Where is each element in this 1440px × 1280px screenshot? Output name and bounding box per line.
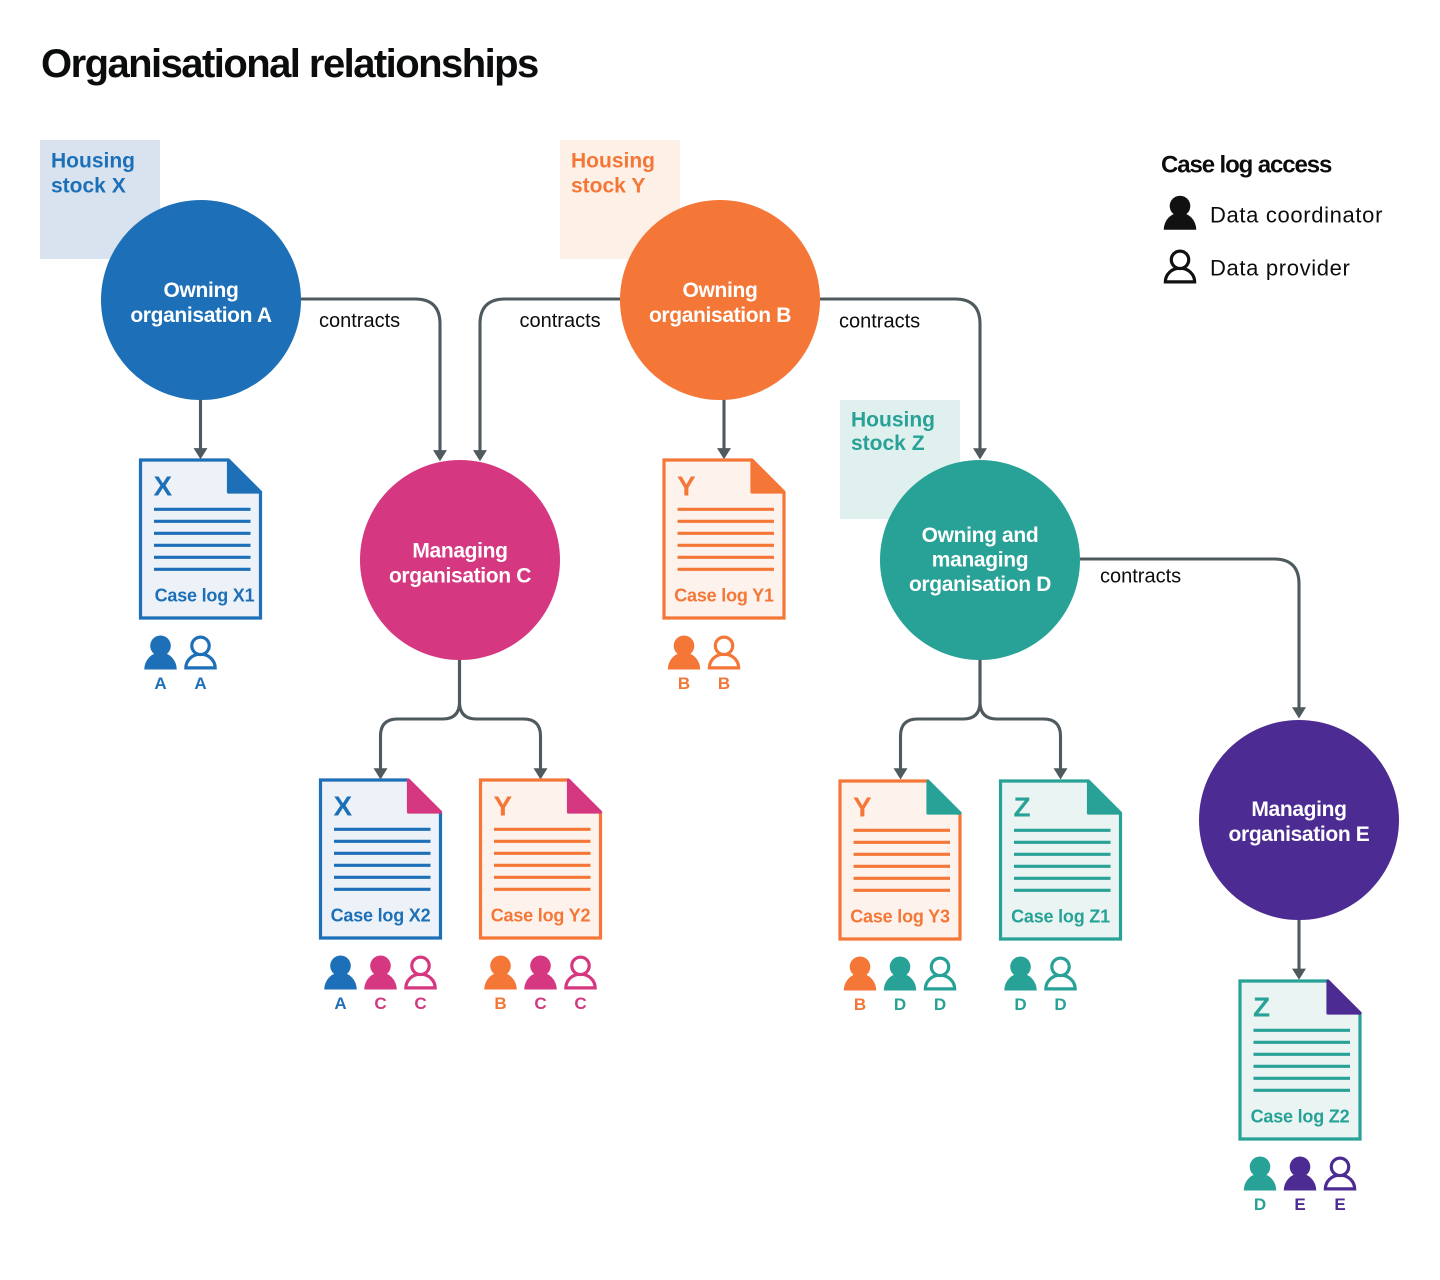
svg-text:Housing: Housing — [51, 150, 135, 173]
svg-text:organisation B: organisation B — [649, 304, 791, 327]
svg-text:D: D — [894, 995, 906, 1014]
svg-text:managing: managing — [932, 549, 1028, 572]
svg-text:Case log X1: Case log X1 — [155, 585, 255, 605]
svg-text:Managing: Managing — [1251, 798, 1346, 821]
svg-text:D: D — [1054, 995, 1066, 1014]
svg-text:A: A — [194, 674, 206, 693]
svg-text:stock X: stock X — [51, 175, 126, 198]
svg-text:Case log Y3: Case log Y3 — [850, 906, 950, 926]
svg-text:X: X — [154, 471, 173, 502]
svg-text:C: C — [374, 994, 386, 1013]
svg-text:Y: Y — [677, 471, 696, 502]
svg-text:D: D — [934, 995, 946, 1014]
svg-text:X: X — [334, 791, 353, 822]
svg-text:Y: Y — [853, 792, 872, 823]
svg-text:B: B — [854, 995, 866, 1014]
svg-text:B: B — [494, 994, 506, 1013]
svg-text:Z: Z — [1014, 792, 1031, 823]
svg-text:Case log access: Case log access — [1161, 152, 1332, 179]
svg-text:A: A — [154, 674, 166, 693]
svg-text:organisation D: organisation D — [909, 573, 1051, 596]
svg-text:Case log Z1: Case log Z1 — [1011, 906, 1110, 926]
svg-text:Y: Y — [494, 791, 513, 822]
svg-text:contracts: contracts — [319, 310, 400, 332]
svg-text:Organisational relationships: Organisational relationships — [41, 42, 538, 86]
svg-text:B: B — [718, 674, 730, 693]
svg-text:C: C — [414, 994, 426, 1013]
svg-text:Z: Z — [1253, 992, 1270, 1023]
svg-text:contracts: contracts — [1100, 566, 1181, 588]
svg-text:stock Z: stock Z — [851, 432, 925, 455]
svg-text:organisation A: organisation A — [130, 304, 272, 327]
svg-text:D: D — [1254, 1195, 1266, 1214]
svg-text:Data provider: Data provider — [1210, 256, 1351, 281]
svg-text:C: C — [534, 994, 546, 1013]
svg-text:Owning: Owning — [683, 279, 758, 302]
svg-text:Case log Y2: Case log Y2 — [491, 905, 591, 925]
svg-text:E: E — [1294, 1195, 1305, 1214]
svg-text:Owning: Owning — [164, 279, 239, 302]
svg-text:Housing: Housing — [851, 409, 935, 432]
svg-text:C: C — [574, 994, 586, 1013]
svg-text:Housing: Housing — [571, 150, 655, 173]
svg-text:E: E — [1334, 1195, 1345, 1214]
svg-text:organisation C: organisation C — [389, 565, 531, 588]
svg-text:contracts: contracts — [839, 311, 920, 333]
svg-text:organisation E: organisation E — [1229, 823, 1370, 846]
svg-text:Data coordinator: Data coordinator — [1210, 203, 1383, 228]
svg-text:A: A — [334, 994, 346, 1013]
svg-text:B: B — [678, 674, 690, 693]
svg-text:Managing: Managing — [412, 540, 507, 563]
svg-text:contracts: contracts — [520, 310, 601, 332]
svg-text:Case log Y1: Case log Y1 — [674, 585, 774, 605]
svg-text:Case log X2: Case log X2 — [331, 905, 431, 925]
svg-text:Case log Z2: Case log Z2 — [1251, 1106, 1350, 1126]
svg-text:D: D — [1014, 995, 1026, 1014]
svg-text:Owning and: Owning and — [922, 524, 1039, 547]
svg-text:stock Y: stock Y — [571, 175, 645, 198]
